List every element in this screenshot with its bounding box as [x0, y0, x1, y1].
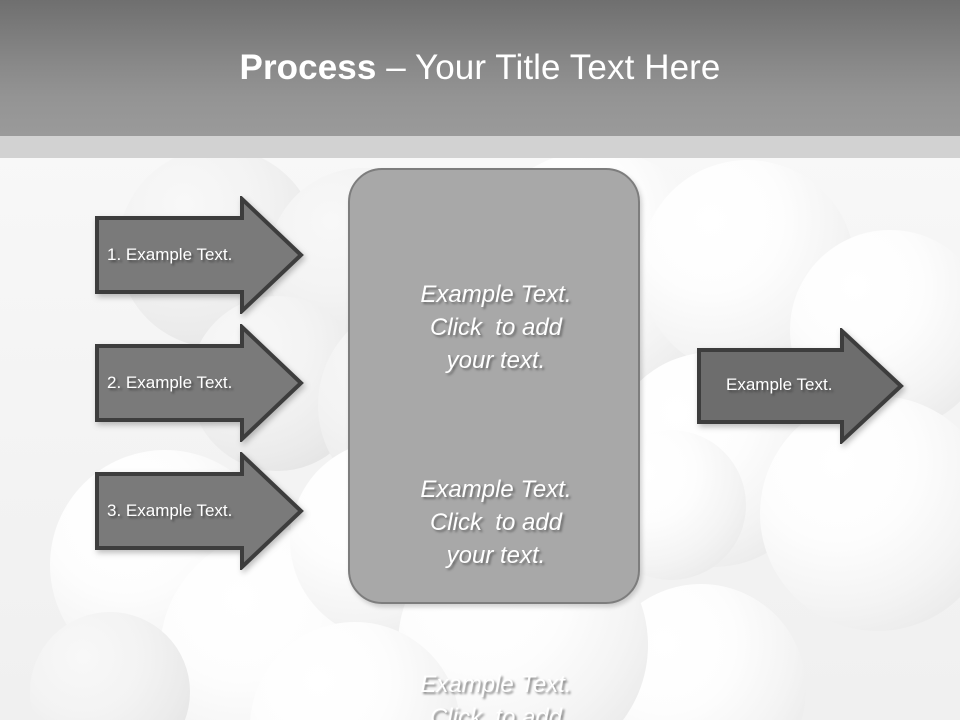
center-panel-block-1[interactable]: Example Text. Click to add your text.: [420, 281, 572, 374]
result-arrow[interactable]: [696, 328, 904, 444]
header-band: [0, 0, 960, 136]
page-title: Process – Your Title Text Here: [0, 46, 960, 90]
step-arrow-1[interactable]: [94, 196, 304, 314]
result-arrow-shape: [697, 328, 904, 444]
center-panel-text: Example Text. Click to add your text. Ex…: [350, 212, 642, 720]
step-arrow-2-shape: [95, 324, 304, 442]
center-panel-block-2[interactable]: Example Text. Click to add your text.: [420, 476, 572, 569]
page-title-bold: Process: [239, 48, 377, 87]
step-arrow-3[interactable]: [94, 452, 304, 570]
header-accent-strip: [0, 136, 960, 158]
center-content-panel[interactable]: Example Text. Click to add your text. Ex…: [348, 168, 640, 720]
step-arrow-2[interactable]: [94, 324, 304, 442]
step-arrow-1-shape: [95, 196, 304, 314]
center-panel-block-3[interactable]: Example Text. Click to add your text.: [420, 671, 572, 720]
step-arrow-3-shape: [95, 452, 304, 570]
page-title-rest: – Your Title Text Here: [376, 48, 721, 87]
